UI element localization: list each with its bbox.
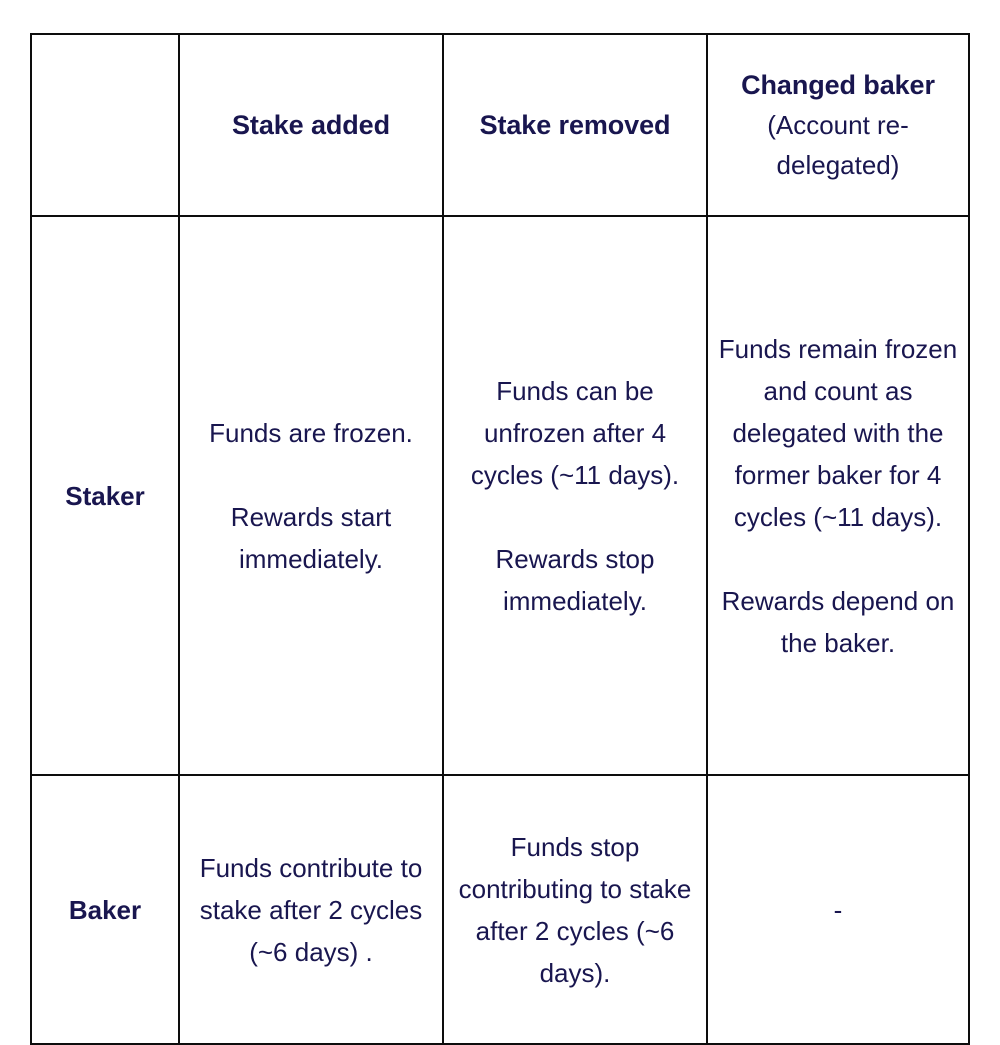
- cell-paragraph: Rewards depend on the baker.: [721, 585, 955, 658]
- row-label-baker: Baker: [30, 774, 180, 1045]
- cell-paragraph: Funds contribute to stake after 2 cycles…: [199, 852, 423, 967]
- cell-paragraph: Funds can be unfrozen after 4 cycles (~1…: [470, 375, 680, 490]
- staking-table-container: Stake added Stake removed Changed baker …: [30, 33, 970, 1045]
- header-cell-empty: [30, 33, 180, 217]
- cell-baker-changed-baker: -: [706, 774, 970, 1045]
- table-header-row: Stake added Stake removed Changed baker …: [30, 33, 970, 217]
- row-label-staker: Staker: [30, 215, 180, 776]
- cell-paragraph: Funds remain frozen and count as delegat…: [718, 333, 958, 532]
- cell-paragraph: Rewards start immediately.: [230, 501, 392, 574]
- header-cell-changed-baker: Changed baker (Account re-delegated): [706, 33, 970, 217]
- header-label-stake-removed: Stake removed: [479, 110, 671, 140]
- cell-paragraph: Funds are frozen.: [209, 417, 413, 448]
- cell-staker-stake-removed: Funds can be unfrozen after 4 cycles (~1…: [442, 215, 708, 776]
- table-row-staker: Staker Funds are frozen. Rewards start i…: [30, 215, 970, 776]
- table-row-baker: Baker Funds contribute to stake after 2 …: [30, 774, 970, 1045]
- cell-staker-stake-added: Funds are frozen. Rewards start immediat…: [178, 215, 444, 776]
- header-label-stake-added: Stake added: [232, 110, 390, 140]
- cell-baker-stake-added: Funds contribute to stake after 2 cycles…: [178, 774, 444, 1045]
- cell-empty-dash: -: [833, 894, 843, 925]
- header-sublabel-changed-baker: (Account re-delegated): [767, 110, 909, 180]
- header-label-changed-baker: Changed baker: [741, 70, 935, 100]
- header-cell-stake-added: Stake added: [178, 33, 444, 217]
- staking-comparison-table: Stake added Stake removed Changed baker …: [30, 33, 970, 1045]
- cell-paragraph: Funds stop contributing to stake after 2…: [458, 831, 692, 988]
- cell-baker-stake-removed: Funds stop contributing to stake after 2…: [442, 774, 708, 1045]
- cell-paragraph: Rewards stop immediately.: [495, 543, 655, 616]
- cell-staker-changed-baker: Funds remain frozen and count as delegat…: [706, 215, 970, 776]
- header-cell-stake-removed: Stake removed: [442, 33, 708, 217]
